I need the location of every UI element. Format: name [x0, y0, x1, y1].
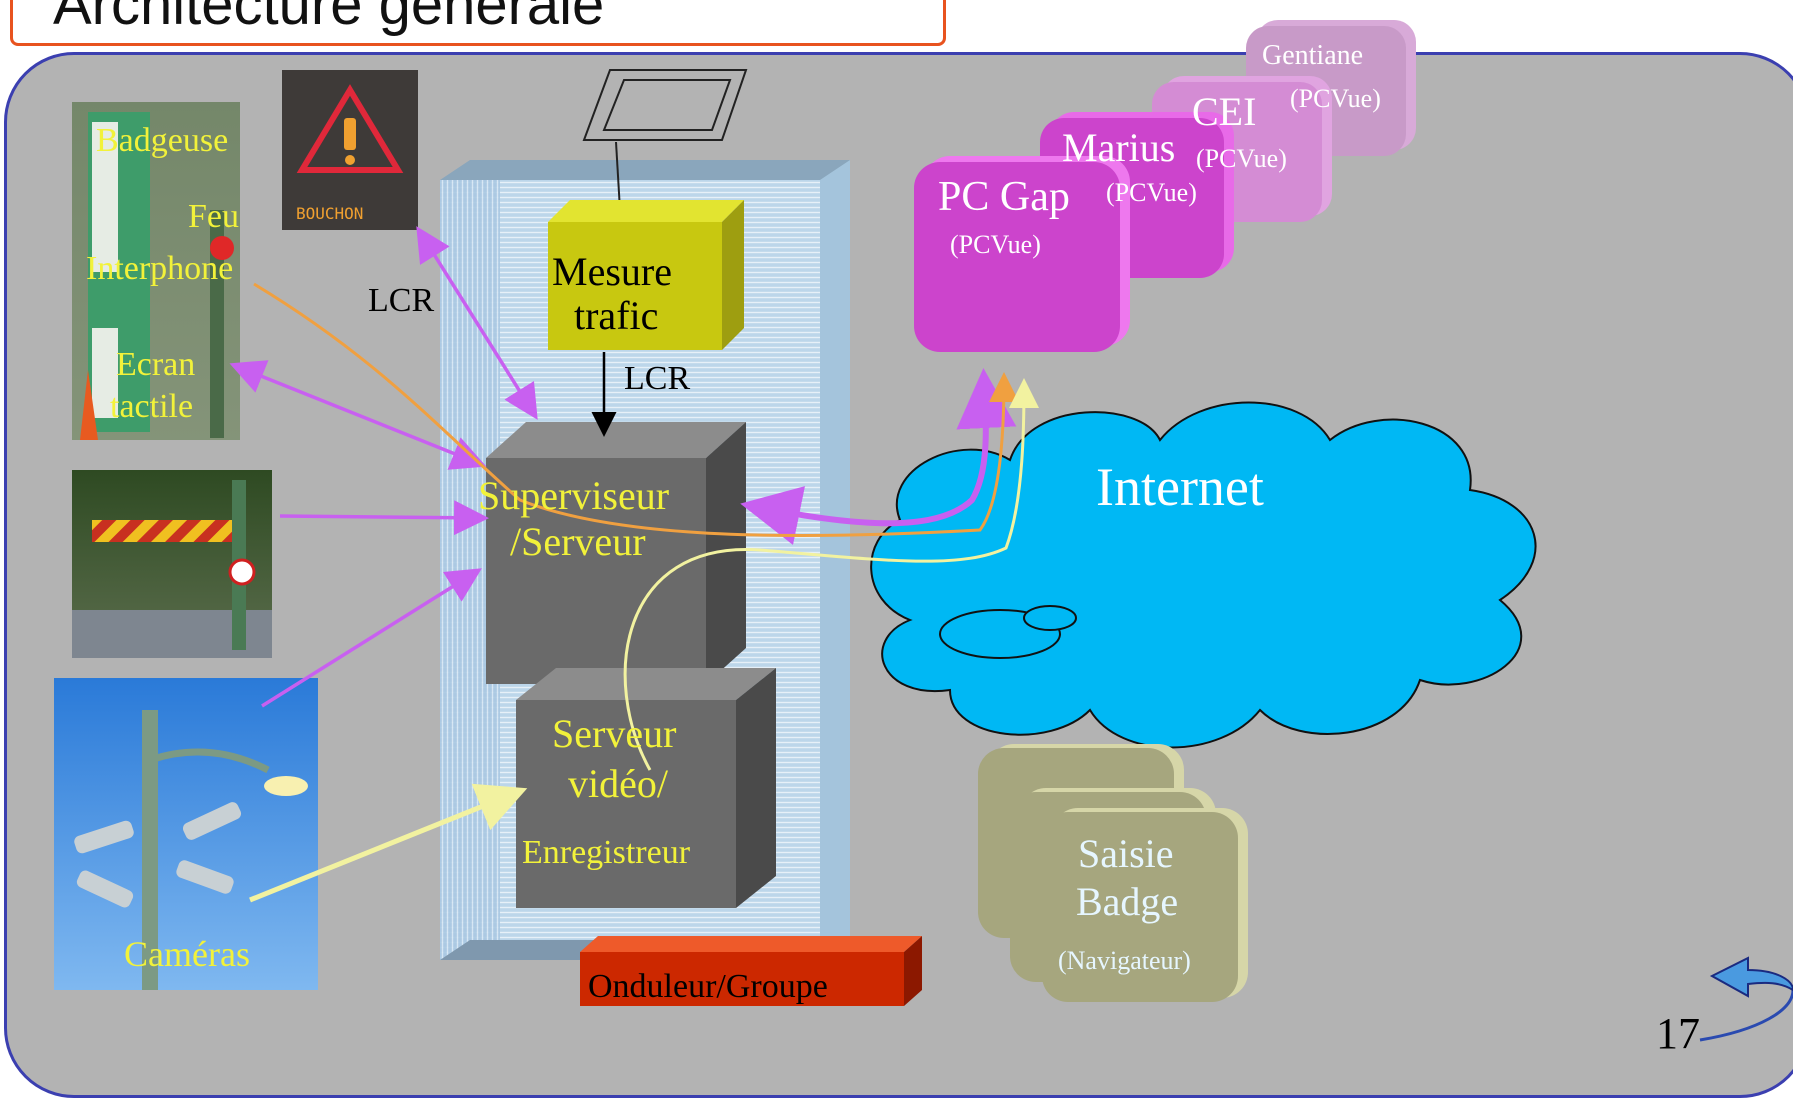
serveur-video-box [516, 668, 776, 908]
ecran-label: Ecran [116, 346, 196, 383]
mesure-trafic-box [548, 200, 744, 350]
orange-link [253, 282, 1019, 538]
internet-cloud [870, 401, 1537, 749]
marius-sub-label: (PCVue) [1106, 178, 1197, 207]
pcgap-sub-label: (PCVue) [950, 230, 1041, 259]
mesure-label: Mesure [552, 249, 672, 294]
barrier-photo [72, 470, 272, 658]
lcr-label-2: LCR [624, 360, 691, 397]
tactile-label: tactile [110, 388, 194, 425]
onduleur-box [580, 936, 922, 1006]
cameras-label: Caméras [124, 934, 250, 974]
feu-label: Feu [188, 198, 239, 235]
badge-label: Badge [1076, 879, 1179, 924]
saisie-badge-stack [978, 744, 1248, 1002]
superviseur-label: Superviseur [478, 473, 670, 518]
gentiane-sub-label: (PCVue) [1290, 84, 1381, 113]
cei-sub-label: (PCVue) [1196, 144, 1287, 173]
gentiane-label: Gentiane [1262, 40, 1364, 71]
lcr-label-1: LCR [368, 282, 435, 319]
superviseur-box [486, 422, 746, 684]
page-number: 17 [1656, 1009, 1700, 1058]
bouchon-sign-photo [282, 70, 418, 230]
badgeuse-label: Badgeuse [96, 122, 229, 159]
cei-label: CEI [1192, 89, 1257, 134]
internet-label: Internet [1096, 457, 1264, 517]
yellow-links [249, 378, 1039, 903]
page-title: Architecture générale [53, 0, 605, 37]
cameras-photo [54, 678, 318, 990]
onduleur-label: Onduleur/Groupe [588, 968, 828, 1005]
pcgap-label: PC Gap [938, 174, 1070, 220]
interphone-label: Interphone [86, 250, 234, 287]
navigateur-label: (Navigateur) [1058, 946, 1191, 975]
diagram-canvas [54, 20, 1793, 1042]
saisie-label: Saisie [1078, 831, 1174, 876]
monitor-icon [582, 69, 748, 211]
marius-label: Marius [1062, 125, 1176, 170]
return-arrow-icon [1699, 956, 1793, 1042]
bouchon-sign-text: BOUCHON [296, 204, 364, 223]
title-box: Architecture générale [10, 0, 946, 46]
video-server-label-1: Serveur [552, 711, 677, 756]
serveur-label: /Serveur [510, 519, 646, 564]
trafic-label: trafic [574, 293, 659, 338]
purple-links [229, 226, 1017, 708]
video-server-label-2: vidéo/ [568, 761, 668, 806]
badge-terminal-photo [72, 102, 240, 440]
enregistreur-label: Enregistreur [522, 834, 691, 871]
pcgap-box [914, 156, 1130, 352]
